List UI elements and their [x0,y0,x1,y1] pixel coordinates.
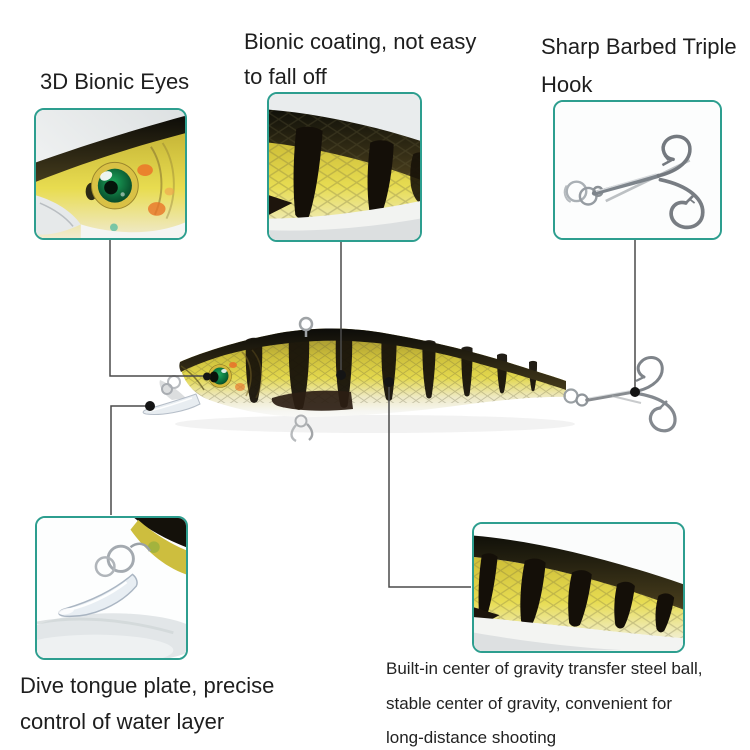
label-gravity-line3: long-distance shooting [386,728,557,747]
callout-dot-hook [630,387,640,397]
callout-box-hook [553,100,722,240]
label-sharp-hook-line1: Sharp Barbed Triple [541,34,737,59]
label-sharp-hook-line2: Hook [541,72,593,97]
lure-photo [142,316,677,443]
label-dive-tongue-line2: control of water layer [20,709,225,734]
label-gravity-line1: Built-in center of gravity transfer stee… [386,659,703,678]
lure-fin [271,390,353,411]
coating-closeup-photo [269,94,420,240]
callout-dot-lip [145,401,155,411]
treble-hook-photo [555,102,720,238]
body-closeup-photo [474,524,683,651]
callout-box-coating [267,92,422,242]
callout-lines [109,240,636,588]
label-bionic-coating-line1: Bionic coating, not easy [244,29,477,54]
callout-dot-eyes [203,372,211,381]
lure-back [179,328,566,390]
label-3d-bionic-eyes: 3D Bionic Eyes [40,69,190,94]
label-gravity-line2: stable center of gravity, convenient for [386,694,673,713]
callout-dot-gravity [384,377,394,387]
callout-box-eyes [34,108,187,240]
callout-box-gravity [472,522,685,653]
label-bionic-coating-line2: to fall off [244,64,327,89]
callout-dots [145,370,640,411]
callout-dot-coating [336,370,346,380]
lure-top-loop [298,316,314,337]
lure-belly-hook [290,414,314,443]
callout-line-lip [110,405,150,515]
callout-line-gravity [388,383,471,588]
lure-eye [208,364,232,388]
lure-tail-hook [563,356,677,433]
callout-line-eyes [109,240,206,377]
dive-lip-photo [37,518,186,658]
eye-closeup-photo [36,110,185,238]
label-dive-tongue-line1: Dive tongue plate, precise [20,673,275,698]
lure-dive-lip [142,393,201,415]
callout-box-lip [35,516,188,660]
